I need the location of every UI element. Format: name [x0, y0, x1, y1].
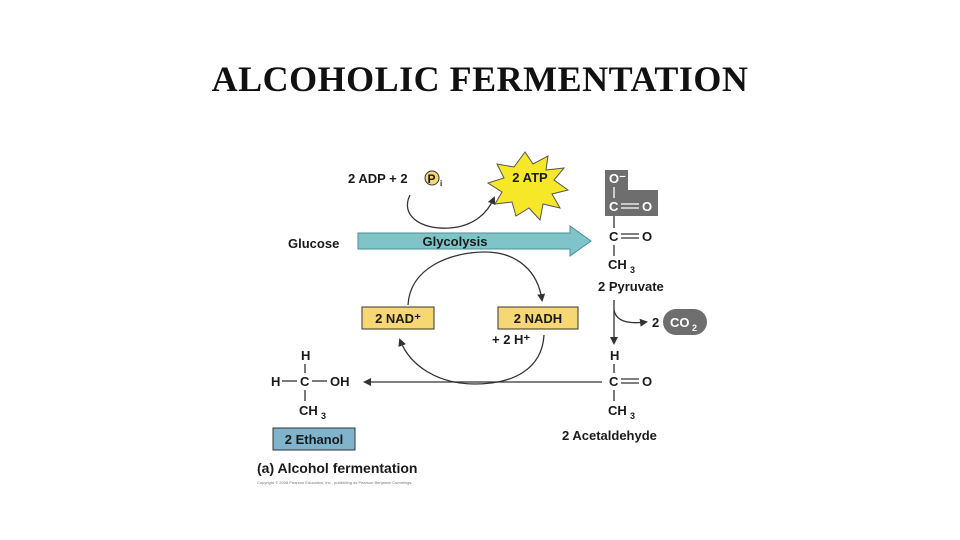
- acetaldehyde-o: O: [642, 374, 652, 389]
- copyright-note: Copyright © 2008 Pearson Education, Inc.…: [257, 480, 412, 485]
- nad-label: 2 NAD⁺: [375, 311, 421, 326]
- ethanol-box: [272, 427, 356, 451]
- carboxyl-highlight: [605, 170, 658, 216]
- pyruvate-c1: C: [609, 199, 619, 214]
- acetaldehyde-ch3: CH: [608, 403, 627, 418]
- diagram-svg: 2 ADP + 2 P i 2 ATP Glucose Glycolysis 2…: [257, 151, 707, 485]
- adp-label: 2 ADP + 2: [348, 171, 408, 186]
- phosphate-circle-icon: [424, 170, 440, 186]
- atp-label: 2 ATP: [512, 170, 548, 185]
- ethanol-ch3-sub: 3: [321, 411, 326, 421]
- ethanol-ch3: CH: [299, 403, 318, 418]
- acetaldehyde-h: H: [610, 348, 619, 363]
- nadh-label: 2 NADH: [514, 311, 562, 326]
- co2-label: CO: [670, 315, 690, 330]
- figure-caption: (a) Alcohol fermentation: [257, 460, 418, 476]
- pyruvate-o2: O: [642, 229, 652, 244]
- co2-release-arrow: [613, 309, 648, 327]
- pyruvate-label: 2 Pyruvate: [598, 279, 664, 294]
- protons-label: + 2 H⁺: [492, 332, 530, 347]
- atp-starburst-icon: [486, 151, 570, 222]
- ethanol-c: C: [300, 374, 310, 389]
- adp-to-atp-arrow: [406, 194, 496, 229]
- ethanol-oh: OH: [330, 374, 350, 389]
- glycolysis-label: Glycolysis: [422, 234, 487, 249]
- pyruvate-o1: O: [642, 199, 652, 214]
- pyruvate-ch3: CH: [608, 257, 627, 272]
- ethanol-label: 2 Ethanol: [285, 432, 344, 447]
- nadh-box: [497, 306, 579, 330]
- phosphate-symbol: P: [428, 172, 436, 186]
- co2-coefficient: 2: [652, 315, 659, 330]
- acetaldehyde-label: 2 Acetaldehyde: [562, 428, 657, 443]
- slide-title: ALCOHOLIC FERMENTATION: [211, 59, 749, 99]
- pyruvate-c2: C: [609, 229, 619, 244]
- acetaldehyde-c: C: [609, 374, 619, 389]
- glucose-label: Glucose: [288, 236, 339, 251]
- ethanol-h-top: H: [301, 348, 310, 363]
- nadh-to-nad-arrow: [398, 334, 545, 385]
- phosphate-subscript: i: [440, 179, 442, 188]
- pyruvate-o-minus: O⁻: [609, 171, 626, 186]
- fermentation-diagram: 2 ADP + 2 P i 2 ATP Glucose Glycolysis 2…: [250, 150, 710, 490]
- co2-subscript: 2: [692, 323, 697, 333]
- nad-box: [361, 306, 435, 330]
- nad-to-nadh-arrow: [407, 251, 546, 306]
- co2-pill: [663, 309, 707, 335]
- pyruvate-ch3-sub: 3: [630, 265, 635, 275]
- acetaldehyde-ch3-sub: 3: [630, 411, 635, 421]
- ethanol-h-left: H: [271, 374, 280, 389]
- glycolysis-arrow: [357, 225, 592, 257]
